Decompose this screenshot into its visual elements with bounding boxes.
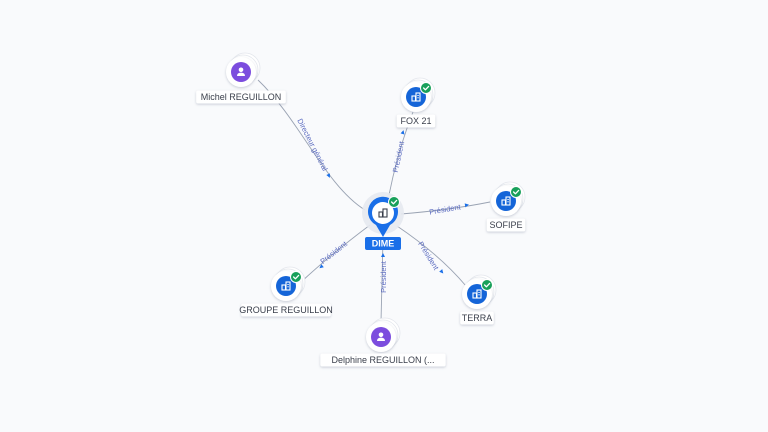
edge-sofipe: Président xyxy=(400,201,491,217)
edge-terra: Président xyxy=(396,225,467,287)
edge-label: Président xyxy=(429,202,463,217)
node-label: FOX 21 xyxy=(400,116,431,126)
edge-arrow-icon xyxy=(439,269,444,274)
edge-arrow-icon xyxy=(464,203,469,208)
edge-arrow-icon xyxy=(381,253,385,257)
verified-badge xyxy=(388,196,400,208)
node-label: Michel REGUILLON xyxy=(201,92,282,102)
edge-line xyxy=(400,201,491,215)
node-label-box xyxy=(396,114,436,128)
edge-label: Président xyxy=(391,140,407,174)
verified-badge xyxy=(481,279,493,291)
node-label-box xyxy=(196,90,286,104)
building-icon xyxy=(378,208,388,218)
edge-label: Président xyxy=(416,240,441,272)
edge-label: Président xyxy=(318,239,349,266)
edge-line xyxy=(299,224,371,284)
node-label: SOFIPE xyxy=(489,220,522,230)
node-label-box xyxy=(486,218,526,232)
node-terra[interactable]: TERRA xyxy=(460,274,497,325)
center-node[interactable]: DIME xyxy=(362,192,404,250)
verified-badge xyxy=(420,82,432,94)
node-sofipe[interactable]: SOFIPE xyxy=(486,181,526,232)
verified-badge xyxy=(290,271,302,283)
edge-arrow-icon xyxy=(319,264,324,269)
edge-arrow-icon xyxy=(400,130,405,135)
edge-delphine: Président xyxy=(379,237,388,323)
node-delphine[interactable]: Delphine REGUILLON (... xyxy=(320,317,446,367)
edge-line xyxy=(380,237,384,323)
center-label-box xyxy=(365,237,401,250)
node-groupe[interactable]: GROUPE REGUILLON xyxy=(239,266,333,317)
node-label-box xyxy=(320,353,446,367)
edge-line xyxy=(396,225,467,287)
node-fox21[interactable]: FOX 21 xyxy=(396,77,436,128)
edge-label: Président xyxy=(379,260,388,293)
node-label: Delphine REGUILLON (... xyxy=(331,355,434,365)
verified-badge xyxy=(510,186,522,198)
center-label: DIME xyxy=(372,238,395,248)
node-michel[interactable]: Michel REGUILLON xyxy=(196,52,286,104)
edge-groupe: Président xyxy=(299,224,371,284)
edge-arrow-icon xyxy=(326,173,330,178)
node-label-box xyxy=(460,311,494,325)
edge-label: Directeur général xyxy=(295,117,329,173)
node-label: TERRA xyxy=(462,313,493,323)
node-label-box xyxy=(241,303,331,317)
node-label: GROUPE REGUILLON xyxy=(239,305,333,315)
nodes-layer: Michel REGUILLON FOX 21 SOFIPE TERRA Delphin… xyxy=(196,52,526,367)
